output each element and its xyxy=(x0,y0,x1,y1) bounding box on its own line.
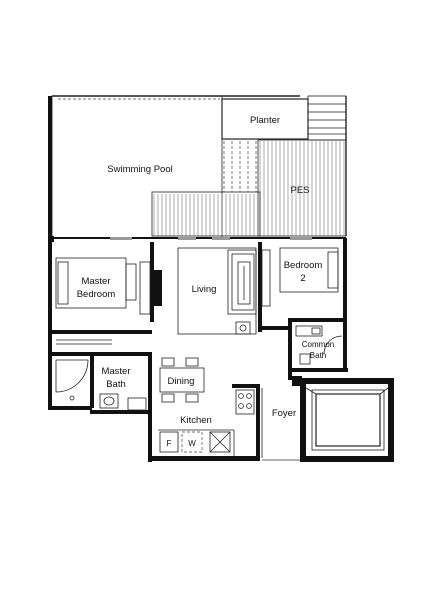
walls xyxy=(48,96,394,462)
room-label-pes: PES xyxy=(290,185,309,196)
washer xyxy=(181,431,203,453)
lift-core xyxy=(305,387,389,451)
room-label-dining: Dining xyxy=(168,376,195,387)
pes-decking xyxy=(153,141,345,236)
washer-label: W xyxy=(188,439,196,448)
tiled-patio xyxy=(223,141,257,192)
stairs xyxy=(307,95,347,141)
room-label-bedroom-2: Bedroom xyxy=(284,260,323,271)
fridge xyxy=(159,431,179,453)
room-label-master-bedroom-2: Bedroom xyxy=(77,289,116,300)
kitchen-sink xyxy=(209,431,231,453)
foyer: Foyer xyxy=(261,388,296,458)
room-label-master-bedroom: Master xyxy=(81,276,110,287)
fridge-label: F xyxy=(167,439,172,448)
room-label-common-bath-2: Bath xyxy=(310,351,326,360)
room-label-swimming-pool: Swimming Pool xyxy=(107,164,172,175)
common-bath: Common Bath xyxy=(295,325,343,365)
room-label-common-bath: Common xyxy=(302,340,334,349)
kitchen: F W Kitchen xyxy=(158,389,255,456)
room-label-foyer: Foyer xyxy=(272,408,296,419)
bedroom-2: Bedroom 2 xyxy=(261,247,339,307)
room-label-master-bath-2: Bath xyxy=(106,379,126,390)
room-label-master-bath: Master xyxy=(101,366,130,377)
room-label-living: Living xyxy=(192,284,217,295)
room-label-kitchen: Kitchen xyxy=(180,415,212,426)
living-room: Living xyxy=(177,247,257,335)
master-bath: Master Bath xyxy=(55,359,147,411)
dining-area: Dining xyxy=(159,357,205,403)
windows xyxy=(56,237,312,345)
room-label-planter: Planter xyxy=(250,115,280,126)
master-bedroom: Master Bedroom xyxy=(55,257,162,315)
room-label-bedroom-2-num: 2 xyxy=(300,273,305,284)
outdoor-area xyxy=(51,95,347,239)
